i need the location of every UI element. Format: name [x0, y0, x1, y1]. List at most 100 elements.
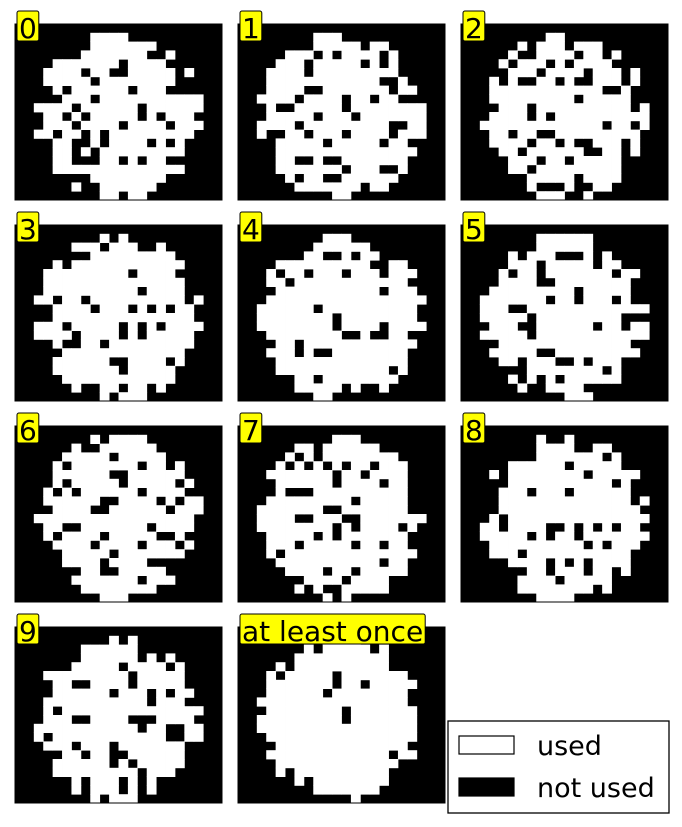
- used-pixel: [620, 286, 631, 296]
- used-pixel: [99, 304, 110, 314]
- used-pixel: [388, 374, 399, 384]
- used-pixel: [285, 59, 295, 69]
- used-pixel: [146, 540, 157, 550]
- used-pixel: [62, 269, 72, 279]
- used-pixel: [294, 566, 305, 576]
- used-pixel: [517, 313, 528, 323]
- used-pixel: [294, 304, 305, 314]
- used-pixel: [332, 120, 342, 130]
- used-pixel: [555, 164, 565, 174]
- used-pixel: [99, 68, 110, 78]
- used-pixel: [536, 593, 547, 603]
- used-pixel: [109, 120, 119, 130]
- used-pixel: [555, 68, 565, 78]
- used-pixel: [156, 59, 166, 69]
- used-pixel: [118, 242, 129, 252]
- used-pixel: [332, 487, 342, 497]
- used-pixel: [146, 575, 157, 585]
- used-pixel: [360, 688, 371, 698]
- used-pixel: [109, 321, 119, 331]
- used-pixel: [80, 85, 91, 95]
- used-pixel: [545, 478, 556, 488]
- used-pixel: [137, 558, 148, 568]
- used-pixel: [332, 191, 342, 201]
- used-pixel: [294, 138, 305, 148]
- used-pixel: [592, 94, 603, 104]
- used-pixel: [573, 575, 584, 585]
- used-pixel: [137, 679, 148, 689]
- used-pixel: [313, 383, 324, 393]
- used-pixel: [137, 374, 148, 384]
- used-pixel: [350, 182, 361, 192]
- used-pixel: [573, 514, 584, 524]
- used-pixel: [388, 741, 399, 751]
- used-pixel: [526, 374, 537, 384]
- used-pixel: [80, 94, 91, 104]
- used-pixel: [99, 785, 110, 795]
- used-pixel: [156, 330, 166, 340]
- used-pixel: [611, 68, 622, 78]
- used-pixel: [174, 514, 185, 524]
- used-pixel: [341, 505, 352, 515]
- used-pixel: [555, 156, 565, 166]
- used-pixel: [397, 277, 408, 287]
- used-pixel: [52, 76, 63, 86]
- used-pixel: [573, 558, 584, 568]
- panel-title: 0: [19, 12, 37, 45]
- digit-panel: 2: [460, 10, 669, 201]
- used-pixel: [508, 313, 518, 323]
- used-pixel: [137, 120, 148, 130]
- used-pixel: [639, 120, 650, 130]
- used-pixel: [555, 41, 565, 51]
- used-pixel: [127, 434, 138, 444]
- used-pixel: [564, 330, 575, 340]
- used-pixel: [369, 759, 380, 769]
- used-pixel: [275, 330, 286, 340]
- used-pixel: [90, 662, 101, 672]
- used-pixel: [508, 522, 518, 532]
- used-pixel: [388, 330, 399, 340]
- used-pixel: [407, 514, 418, 524]
- used-pixel: [62, 59, 72, 69]
- used-pixel: [294, 85, 305, 95]
- used-pixel: [536, 434, 547, 444]
- panel-label: 0: [16, 10, 40, 45]
- used-pixel: [545, 461, 556, 471]
- used-pixel: [52, 164, 63, 174]
- used-pixel: [109, 635, 119, 645]
- used-pixel: [71, 76, 82, 86]
- used-pixel: [498, 277, 509, 287]
- used-pixel: [285, 112, 295, 122]
- used-pixel: [99, 487, 110, 497]
- used-pixel: [332, 767, 342, 777]
- used-pixel: [350, 531, 361, 541]
- used-pixel: [165, 374, 176, 384]
- used-pixel: [52, 688, 63, 698]
- used-pixel: [71, 732, 82, 742]
- used-pixel: [369, 496, 380, 506]
- used-pixel: [118, 575, 129, 585]
- used-pixel: [322, 374, 333, 384]
- used-pixel: [52, 505, 63, 515]
- used-pixel: [479, 295, 490, 305]
- used-pixel: [369, 147, 380, 157]
- used-pixel: [611, 505, 622, 515]
- used-pixel: [360, 653, 371, 663]
- used-pixel: [62, 671, 72, 681]
- used-pixel: [545, 85, 556, 95]
- used-pixel: [156, 313, 166, 323]
- used-pixel: [379, 365, 389, 375]
- used-pixel: [517, 286, 528, 296]
- used-pixel: [285, 156, 295, 166]
- used-pixel: [99, 365, 110, 375]
- used-pixel: [266, 531, 277, 541]
- used-pixel: [303, 750, 314, 760]
- used-pixel: [99, 269, 110, 279]
- used-pixel: [332, 558, 342, 568]
- used-pixel: [536, 164, 547, 174]
- used-pixel: [397, 76, 408, 86]
- used-pixel: [536, 41, 547, 51]
- used-pixel: [137, 50, 148, 60]
- used-pixel: [118, 173, 129, 183]
- used-pixel: [630, 470, 641, 480]
